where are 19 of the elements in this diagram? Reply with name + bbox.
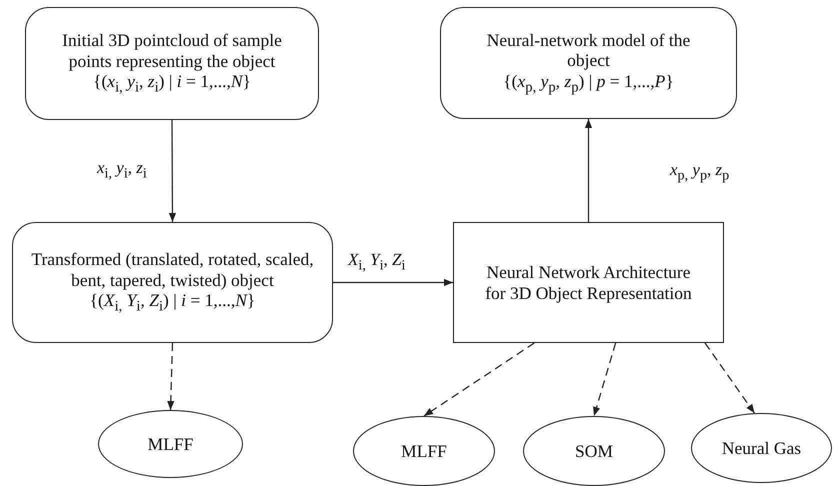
rounded-process-box [440,7,737,119]
set-formula: {(x$_{p,}$ y$_{p}$, z$_{p}$) | p = 1,...,P} [503,70,674,96]
box-title: Neural Gas [722,438,802,458]
arrow [333,278,453,286]
box-title: Neural Network Architecture for 3D Object Representation [484,262,693,303]
set-formula: {(X$_{i,}$ Y$_{i}$, Z$_{i}$) | i = 1,...,N} [90,290,256,316]
dashed-arrow [424,342,535,416]
arrow [168,120,176,222]
rounded-process-box [25,7,319,120]
process-box [453,222,724,343]
arrow [584,119,592,222]
dashed-arrow [167,342,174,410]
box-title: MLFF [401,440,447,462]
dashed-arrow [593,342,616,416]
box-title: MLFF [148,434,194,454]
dashed-arrow [704,342,755,414]
rounded-process-box [12,222,333,343]
box-title: SOM [575,440,613,462]
set-formula: {(x$_{i,}$ y$_{i}$, z$_{i}$) | i = 1,...,N} [93,71,251,97]
